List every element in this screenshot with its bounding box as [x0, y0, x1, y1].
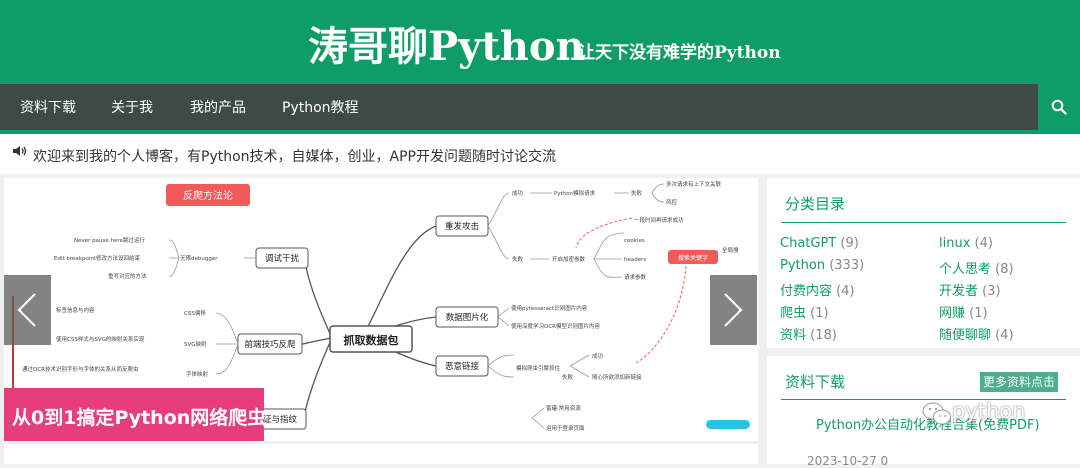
- wechat-icon: [922, 402, 951, 425]
- site-slogan: 让天下没有难学的Python: [578, 43, 781, 63]
- search-button[interactable]: [1038, 84, 1080, 130]
- mindmap-leaf: CSS偏移: [184, 309, 206, 317]
- chevron-right-icon: [724, 293, 743, 327]
- post-date: 2023-10-27 0: [807, 454, 889, 468]
- mindmap-leaf: 多次请求有上下文关联: [666, 180, 722, 188]
- mindmap-leaf: 失败: [512, 255, 524, 263]
- slider-indicator[interactable]: [706, 420, 750, 429]
- sidebar-downloads: 资料下载 更多资料点击 Python办公自动化教程合集(免费PDF) 2023-…: [767, 356, 1080, 468]
- mindmap-leaf: 失败: [562, 373, 574, 381]
- mindmap-node: 重发攻击: [445, 221, 479, 232]
- mindmap-node: 恶意链接: [445, 361, 480, 372]
- mindmap-leaf: Python模拟请求: [554, 189, 596, 197]
- category-materials[interactable]: 资料 (18): [780, 328, 837, 343]
- category-developer[interactable]: 开发者 (3): [939, 284, 1001, 299]
- mindmap-leaf: 一段时间再请求成功: [634, 216, 684, 224]
- watermark-text: python: [952, 399, 1026, 423]
- mindmap-leaf: 使用深度学习OCR模型识别图片内容: [511, 322, 600, 330]
- mindmap-leaf: Never pause here跳过运行: [74, 236, 145, 244]
- mindmap-image: 反爬方法论 抓取数据包 重发攻击 数据图片化 恶意链接 调试干扰 前端技巧反爬: [12, 180, 739, 432]
- mindmap-highlight: 搜索关键字: [678, 254, 708, 262]
- nav-item-python-tutorial[interactable]: Python教程: [282, 100, 359, 116]
- mindmap-leaf: 使用pytesseract识别图片内容: [511, 304, 588, 312]
- more-downloads-button[interactable]: 更多资料点击: [980, 372, 1058, 392]
- category-linux[interactable]: linux (4): [939, 236, 993, 251]
- sidebar-categories: 分类目录 ChatGPT (9) linux (4) Python (333) …: [767, 178, 1080, 348]
- nav-accent-line: [0, 130, 1080, 134]
- category-python[interactable]: Python (333): [780, 258, 865, 273]
- category-earning[interactable]: 网赚 (1): [939, 306, 988, 321]
- nav-item-downloads[interactable]: 资料下载: [20, 100, 76, 116]
- category-chat[interactable]: 随便聊聊 (4): [939, 328, 1014, 343]
- category-thinking[interactable]: 个人思考 (8): [939, 262, 1014, 277]
- downloads-title: 资料下载: [785, 373, 846, 391]
- mindmap-topic: 反爬方法论: [183, 189, 233, 202]
- watermark: python: [922, 395, 1052, 435]
- mindmap-leaf: 使用CSS样式与SVG的映射关系实现: [56, 335, 145, 343]
- mindmap-leaf: SVG映射: [184, 340, 207, 348]
- mindmap-node: 前端技巧反爬: [244, 339, 296, 350]
- mindmap-leaf: 成功: [512, 189, 524, 197]
- notice-text: 欢迎来到我的个人博客，有Python技术，自媒体，创业，APP开发问题随时讨论交…: [33, 149, 556, 165]
- mindmap-leaf: 开启加密参数: [552, 255, 586, 263]
- mindmap-leaf: headers: [624, 257, 646, 263]
- mindmap-node: 调试干扰: [265, 253, 300, 264]
- notice-bar: 欢迎来到我的个人博客，有Python技术，自媒体，创业，APP开发问题随时讨论交…: [0, 134, 1080, 174]
- mindmap-node: 数据图片化: [446, 312, 489, 323]
- slide-caption[interactable]: 从0到1搞定Python网络爬虫: [4, 388, 266, 441]
- category-chatgpt[interactable]: ChatGPT (9): [780, 236, 859, 251]
- mindmap-leaf: 模拟爬虫引擎抓住: [516, 364, 561, 372]
- nav-item-about[interactable]: 关于我: [111, 100, 153, 116]
- mindmap-leaf: cookies: [624, 238, 645, 244]
- download-post-link[interactable]: Python办公自动化教程合集(免费PDF): [816, 418, 1040, 433]
- search-icon: [1051, 99, 1067, 115]
- mindmap-leaf: 请求参数: [624, 273, 647, 281]
- mindmap-leaf: 随心所欲添加新链接: [592, 373, 642, 381]
- mindmap-leaf: 全局搜: [722, 246, 739, 254]
- divider: [781, 222, 1066, 223]
- mindmap-leaf: 通过OCR技术识别字形与字体的关系从而反爬虫: [22, 365, 139, 373]
- slider-next-button[interactable]: [710, 275, 757, 345]
- site-title[interactable]: 涛哥聊Python: [308, 23, 585, 70]
- categories-title: 分类目录: [785, 195, 846, 213]
- speaker-icon: [13, 146, 27, 156]
- mindmap-leaf: 字体映射: [186, 370, 209, 378]
- mindmap-leaf: 运用于登录页面: [546, 424, 585, 432]
- featured-slider[interactable]: 反爬方法论 抓取数据包 重发攻击 数据图片化 恶意链接 调试干扰 前端技巧反爬: [4, 178, 758, 441]
- mindmap-leaf: Edit breakpoint修改方法设回结束: [54, 254, 140, 262]
- mindmap-topic-box: [166, 184, 250, 206]
- category-paid[interactable]: 付费内容 (4): [780, 284, 855, 299]
- nav-item-products[interactable]: 我的产品: [190, 100, 246, 116]
- mindmap-leaf: 标签信息与内容: [56, 306, 95, 314]
- mindmap-leaf: 无限debugger: [180, 254, 218, 262]
- divider: [781, 399, 1066, 400]
- site-banner: 涛哥聊Python 让天下没有难学的Python: [0, 0, 1080, 84]
- mindmap-leaf: 蜜罐·常用资源: [546, 404, 581, 412]
- main-nav: 资料下载 关于我 我的产品 Python教程: [0, 84, 1080, 130]
- slider-prev-button[interactable]: [4, 275, 51, 345]
- category-crawler[interactable]: 爬虫 (1): [780, 306, 829, 321]
- content-area: [4, 444, 758, 464]
- mindmap-leaf: 成功: [592, 352, 604, 360]
- mindmap-center-box: [329, 325, 413, 353]
- mindmap-node: 证与指纹: [263, 414, 298, 425]
- mindmap-leaf: 风控: [666, 198, 678, 206]
- mindmap-leaf: 失败: [631, 189, 643, 197]
- chevron-left-icon: [17, 293, 36, 327]
- mindmap-center: 抓取数据包: [344, 333, 399, 347]
- mindmap-leaf: 重写对应的方法: [108, 272, 147, 280]
